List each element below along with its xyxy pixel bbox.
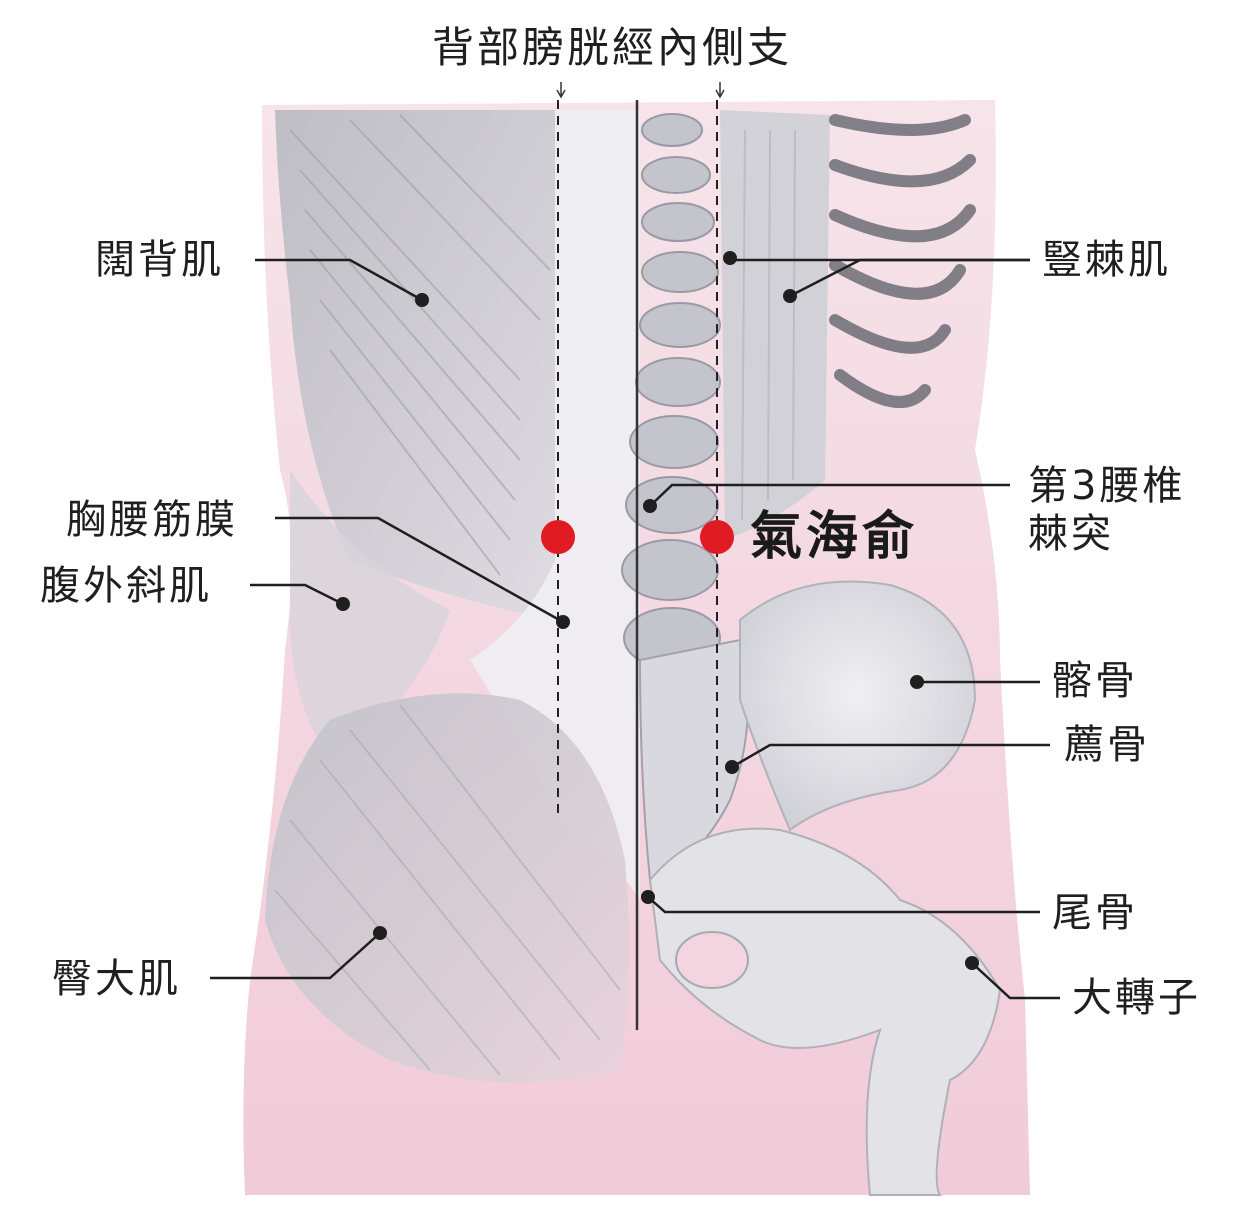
spine	[621, 113, 721, 669]
ilium-bone	[739, 580, 977, 832]
acupoint-label: 氣海俞	[750, 507, 919, 567]
latissimus-fibers	[289, 114, 551, 576]
meridian-arrows	[556, 82, 725, 99]
oblique-muscle	[290, 470, 450, 760]
latissimus-muscle	[275, 110, 560, 620]
label-dots	[336, 251, 979, 970]
meridian-lines	[557, 100, 718, 815]
sacrum-label: 薦骨	[1064, 722, 1150, 768]
lumbar3-line1: 第3腰椎	[1028, 463, 1186, 509]
erector-muscle	[720, 110, 830, 540]
title-label: 背部膀胱經內側支	[432, 23, 793, 72]
lumbar3-label: 第3腰椎 棘突	[1028, 462, 1185, 558]
ilium-label: 髂骨	[1052, 658, 1138, 704]
leader-lines	[210, 258, 1060, 1000]
latissimus-label: 闊背肌	[95, 237, 224, 283]
obturator-foramen	[675, 931, 749, 989]
oblique-label: 腹外斜肌	[40, 563, 212, 609]
gluteus-label: 臀大肌	[52, 956, 181, 1002]
thoracolumbar-label: 胸腰筋膜	[66, 497, 238, 543]
pelvis-lower	[648, 827, 1002, 1196]
trochanter-label: 大轉子	[1072, 975, 1201, 1021]
gluteus-muscle	[265, 693, 629, 1083]
ribs	[829, 114, 976, 408]
erector-label: 豎棘肌	[1042, 237, 1171, 283]
lumbar3-line2: 棘突	[1028, 511, 1114, 557]
acupoint-markers	[541, 520, 734, 554]
coccyx-label: 尾骨	[1052, 890, 1138, 936]
